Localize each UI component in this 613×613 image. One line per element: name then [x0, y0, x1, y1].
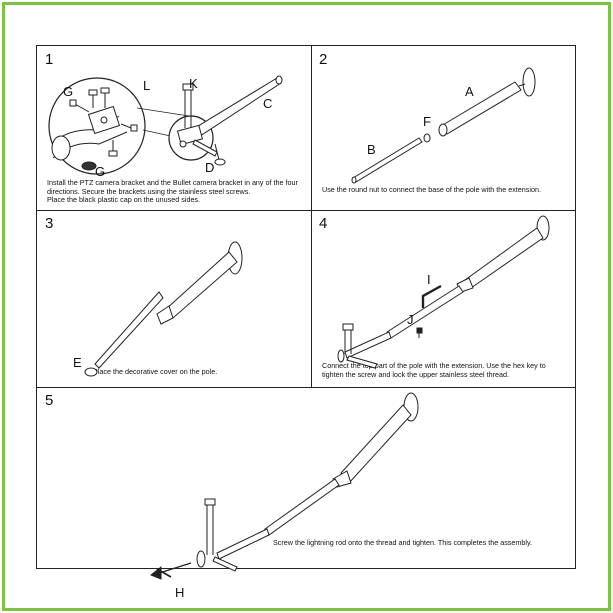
caption-line: Install the PTZ camera bracket and the B…	[47, 178, 298, 187]
label-b: B	[367, 142, 376, 157]
label-d: D	[205, 160, 214, 175]
step-5-caption: Screw the lightning rod onto the thread …	[273, 538, 573, 548]
step-2-caption: Use the round nut to connect the base of…	[322, 185, 572, 195]
label-a: A	[465, 84, 474, 99]
label-l: L	[143, 78, 150, 93]
pole-base-section	[340, 404, 412, 484]
step-number-4: 4	[319, 215, 328, 232]
arrow-head	[150, 565, 162, 580]
label-h: H	[175, 585, 184, 600]
pole-extension	[264, 478, 340, 536]
caption-line: Place the black plastic cap on the unuse…	[47, 195, 201, 205]
step-number-1: 1	[45, 51, 54, 68]
lightning-rod-mount	[196, 550, 206, 568]
row-divider-2	[37, 387, 575, 388]
caption-line: Connect the top part of the pole with th…	[322, 361, 546, 370]
step-1-caption: Install the PTZ camera bracket and the B…	[47, 178, 309, 205]
step-number-2: 2	[319, 51, 328, 68]
round-nut	[156, 305, 174, 325]
step-3-illustration: E	[73, 241, 243, 377]
step-2-illustration: A F B	[351, 67, 536, 184]
step-5-illustration: H	[150, 392, 419, 600]
label-g-bottom: G	[95, 164, 105, 179]
pole-extension	[352, 137, 423, 183]
row-divider-1	[37, 210, 575, 211]
pole-base-section	[164, 251, 238, 319]
lock-screw	[416, 327, 423, 334]
pole-top-section	[344, 331, 392, 359]
base-flange	[522, 67, 536, 97]
pole-base-section	[464, 227, 544, 289]
camera-bracket	[176, 124, 204, 146]
round-nut	[423, 133, 431, 143]
pole-top-section	[216, 528, 270, 560]
caption-line: Screw the lightning rod onto the thread …	[273, 538, 533, 547]
step-3-caption: Place the decorative cover on the pole.	[93, 367, 303, 377]
hex-key	[421, 284, 442, 308]
label-c: C	[263, 96, 272, 111]
label-e: E	[73, 355, 82, 370]
column-divider	[311, 46, 312, 387]
pole-end	[51, 135, 71, 161]
step-number-5: 5	[45, 392, 54, 409]
pole-extension	[94, 291, 164, 369]
caption-line: Use the round nut to connect the base of…	[322, 185, 541, 194]
step-4-caption: Connect the top part of the pole with th…	[322, 361, 572, 379]
caption-line: tighten the screw and lock the upper sta…	[322, 369, 509, 379]
caption-line: directions. Secure the brackets using th…	[47, 186, 251, 196]
decorative-cover	[84, 367, 98, 377]
label-f: F	[423, 114, 431, 129]
step-number-3: 3	[45, 215, 54, 232]
label-k: K	[189, 76, 198, 91]
instruction-grid: 1 2 3 4 5 Install the PTZ camera bracket…	[36, 45, 576, 600]
black-plastic-cap	[81, 161, 97, 171]
label-i: I	[427, 272, 431, 287]
pole-base-section	[440, 81, 522, 135]
label-g-top: G	[63, 84, 73, 99]
step-1-illustration: G L G K C D	[48, 75, 283, 179]
step-4-illustration: I J	[337, 215, 550, 369]
label-j: J	[407, 312, 414, 327]
caption-line: Place the decorative cover on the pole.	[93, 367, 218, 376]
